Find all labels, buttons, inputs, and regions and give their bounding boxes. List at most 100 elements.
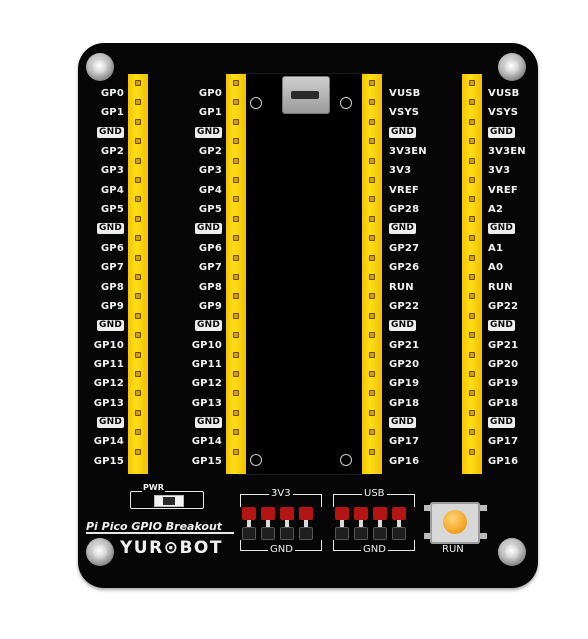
header-pin	[135, 235, 141, 242]
pin-label: GP10	[191, 339, 222, 351]
mounting-hole	[86, 53, 114, 81]
pin-label: GP18	[488, 397, 519, 409]
pin-label: GP18	[389, 397, 420, 409]
red-header-pin	[280, 507, 294, 520]
header-pin	[469, 99, 475, 106]
header-pin	[233, 99, 239, 106]
pin-label: GP17	[389, 436, 420, 448]
header-pin-metal	[266, 520, 270, 527]
pico-module	[238, 73, 370, 475]
header-pin	[233, 312, 239, 319]
header-pin	[469, 157, 475, 164]
header-pin	[369, 215, 375, 222]
red-header-pin	[242, 507, 256, 520]
header-pin	[469, 390, 475, 397]
pin-label: GP19	[389, 378, 420, 390]
header-pin	[469, 351, 475, 358]
header-pin	[233, 177, 239, 183]
header-pin	[369, 274, 375, 280]
header-pin	[135, 215, 141, 222]
pico-mount-hole	[250, 97, 262, 109]
pin-label: GP22	[389, 300, 420, 312]
header-pin	[469, 274, 475, 280]
pin-label: GP6	[198, 242, 222, 254]
header-pin	[369, 80, 375, 86]
header-pin	[233, 332, 239, 339]
header-pin	[233, 274, 239, 280]
header-pin	[233, 371, 239, 377]
header-pin	[135, 196, 141, 203]
pin-label: GND	[488, 416, 515, 428]
header-pin	[233, 409, 239, 416]
micro-usb-port	[282, 76, 330, 114]
pin-label: GP14	[191, 436, 222, 448]
header-pin	[135, 293, 141, 300]
header-pin	[135, 390, 141, 397]
pin-label: GND	[195, 320, 222, 332]
pin-label: A0	[488, 262, 504, 274]
pin-label: GND	[195, 416, 222, 428]
header-pin	[135, 351, 141, 358]
red-header-pin	[392, 507, 406, 520]
pin-label: GND	[389, 223, 416, 235]
pin-label: GP11	[93, 358, 124, 370]
power-led	[154, 495, 184, 507]
usb-label: USB	[362, 488, 387, 499]
header-pin	[469, 371, 475, 377]
title-underline	[86, 532, 234, 534]
pin-label: GND	[97, 223, 124, 235]
brand-logo: YUR⊙BOT	[120, 538, 223, 558]
header-pin	[233, 138, 239, 145]
pin-label: GP22	[488, 300, 519, 312]
header-pin-metal	[397, 520, 401, 527]
header-pin	[135, 99, 141, 106]
pin-label: GND	[97, 416, 124, 428]
pico-mount-hole	[250, 454, 262, 466]
header-pin	[233, 293, 239, 300]
pin-label: 3V3EN	[389, 146, 427, 158]
pin-label: GP2	[198, 146, 222, 158]
header-pin-metal	[340, 520, 344, 527]
header-pin	[469, 429, 475, 436]
pin-label: GND	[97, 126, 124, 138]
button-leg	[424, 533, 431, 539]
pin-label: GND	[389, 416, 416, 428]
header-pin	[233, 118, 239, 125]
pin-label: GP1	[100, 107, 124, 119]
red-header-pin	[261, 507, 275, 520]
header-pin-metal	[304, 520, 308, 527]
header-pin	[233, 80, 239, 86]
black-header-pin	[392, 527, 406, 540]
pin-label: GP4	[100, 184, 124, 196]
header-pin	[469, 293, 475, 300]
pin-label: VREF	[389, 184, 419, 196]
run-button[interactable]	[443, 510, 467, 534]
pin-label: GP3	[100, 165, 124, 177]
header-pin	[469, 235, 475, 242]
pin-label: GP10	[93, 339, 124, 351]
pin-label: 3V3EN	[488, 146, 526, 158]
pin-label: A2	[488, 204, 504, 216]
header-pin	[369, 429, 375, 436]
red-header-pin	[299, 507, 313, 520]
run-label: RUN	[442, 544, 464, 555]
pin-label: 3V3	[389, 165, 412, 177]
pin-label: GP3	[198, 165, 222, 177]
header-pin-metal	[247, 520, 251, 527]
header-pin	[135, 157, 141, 164]
pin-label: GP6	[100, 242, 124, 254]
3v3-label: 3V3	[269, 488, 293, 499]
pin-label: GP12	[93, 378, 124, 390]
header-pin	[469, 254, 475, 261]
header-pin	[469, 118, 475, 125]
black-header-pin	[280, 527, 294, 540]
pin-label: GP0	[100, 88, 124, 99]
black-header-pin	[373, 527, 387, 540]
red-header-pin	[373, 507, 387, 520]
header-pin	[469, 80, 475, 86]
header-pin	[469, 138, 475, 145]
pin-label: GND	[389, 126, 416, 138]
pico-mount-hole	[340, 97, 352, 109]
pin-label: VUSB	[488, 88, 520, 99]
header-pin	[233, 429, 239, 436]
